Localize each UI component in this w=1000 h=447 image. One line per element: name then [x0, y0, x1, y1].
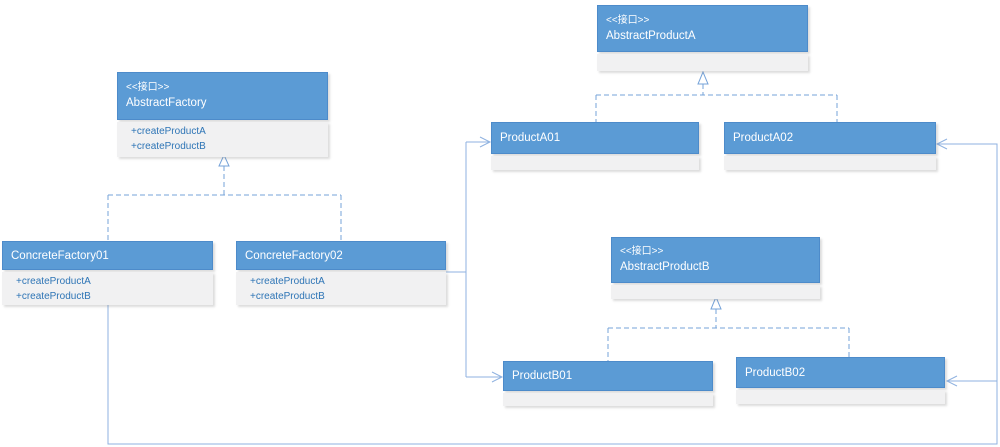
method-label: +createProductA — [16, 276, 91, 287]
class-body: +createProductA +createProductB — [117, 122, 328, 157]
class-body: +createProductA +createProductB — [2, 272, 213, 305]
class-name: AbstractFactory — [126, 97, 207, 109]
hollow-triangle-arrow-icon — [710, 295, 722, 310]
class-name: ConcreteFactory01 — [11, 249, 109, 262]
open-arrow-icon — [491, 371, 504, 383]
class-body — [724, 156, 936, 170]
class-product-a01[interactable]: ProductA01 — [491, 122, 699, 170]
class-body — [611, 285, 820, 299]
method-label: +createProductA — [250, 276, 325, 287]
hollow-triangle-arrow-icon — [697, 70, 709, 85]
class-header: ProductA02 — [724, 122, 936, 154]
class-product-b02[interactable]: ProductB02 — [736, 357, 945, 404]
class-name: ProductB02 — [745, 366, 806, 379]
class-body — [491, 156, 699, 170]
class-name: AbstractProductB — [620, 261, 710, 273]
edge-producta-realize-abstractproducta[interactable] — [595, 70, 838, 122]
edge-productb-realize-abstractproductb[interactable] — [607, 295, 850, 361]
class-header: ProductA01 — [491, 122, 699, 154]
stereotype-label: <<接口>> — [606, 14, 650, 26]
open-arrow-icon — [479, 136, 492, 148]
class-concrete-factory-01[interactable]: ConcreteFactory01 +createProductA +creat… — [2, 241, 213, 305]
class-header: <<接口>> AbstractProductA — [597, 5, 808, 52]
method-label: +createProductB — [131, 141, 206, 152]
method-label: +createProductB — [16, 291, 91, 302]
class-abstract-product-a[interactable]: <<接口>> AbstractProductA — [597, 5, 808, 71]
class-product-a02[interactable]: ProductA02 — [724, 122, 936, 170]
class-product-b01[interactable]: ProductB01 — [503, 361, 713, 406]
class-name: ProductB01 — [512, 370, 573, 382]
class-body: +createProductA +createProductB — [236, 272, 446, 305]
edge-concretefactory02-creates-producta01-productb01[interactable] — [446, 136, 504, 383]
class-body — [597, 54, 808, 71]
class-name: ConcreteFactory02 — [245, 249, 343, 262]
stereotype-label: <<接口>> — [620, 246, 664, 257]
class-name: ProductA02 — [733, 132, 794, 144]
hollow-triangle-arrow-icon — [218, 153, 230, 167]
edge-concretefactory01-creates-producta02-productb02[interactable] — [107, 138, 998, 445]
class-header: ProductB02 — [736, 357, 945, 388]
class-header: ConcreteFactory02 — [236, 241, 446, 270]
class-body — [736, 390, 945, 404]
class-header: <<接口>> AbstractProductB — [611, 237, 820, 283]
open-arrow-icon — [945, 375, 958, 387]
class-abstract-product-b[interactable]: <<接口>> AbstractProductB — [611, 237, 820, 299]
class-name: ProductA01 — [500, 132, 561, 144]
edge-concretefactories-realize-abstractfactory[interactable] — [107, 153, 342, 241]
class-header: ProductB01 — [503, 361, 713, 391]
class-concrete-factory-02[interactable]: ConcreteFactory02 +createProductA +creat… — [236, 241, 446, 305]
method-label: +createProductB — [250, 291, 325, 302]
class-header: ConcreteFactory01 — [2, 241, 213, 270]
class-body — [503, 393, 713, 406]
class-abstract-factory[interactable]: <<接口>> AbstractFactory +createProductA +… — [117, 72, 328, 157]
class-name: AbstractProductA — [606, 29, 696, 42]
stereotype-label: <<接口>> — [126, 82, 170, 93]
method-label: +createProductA — [131, 126, 206, 137]
open-arrow-icon — [935, 138, 948, 150]
class-header: <<接口>> AbstractFactory — [117, 72, 328, 120]
